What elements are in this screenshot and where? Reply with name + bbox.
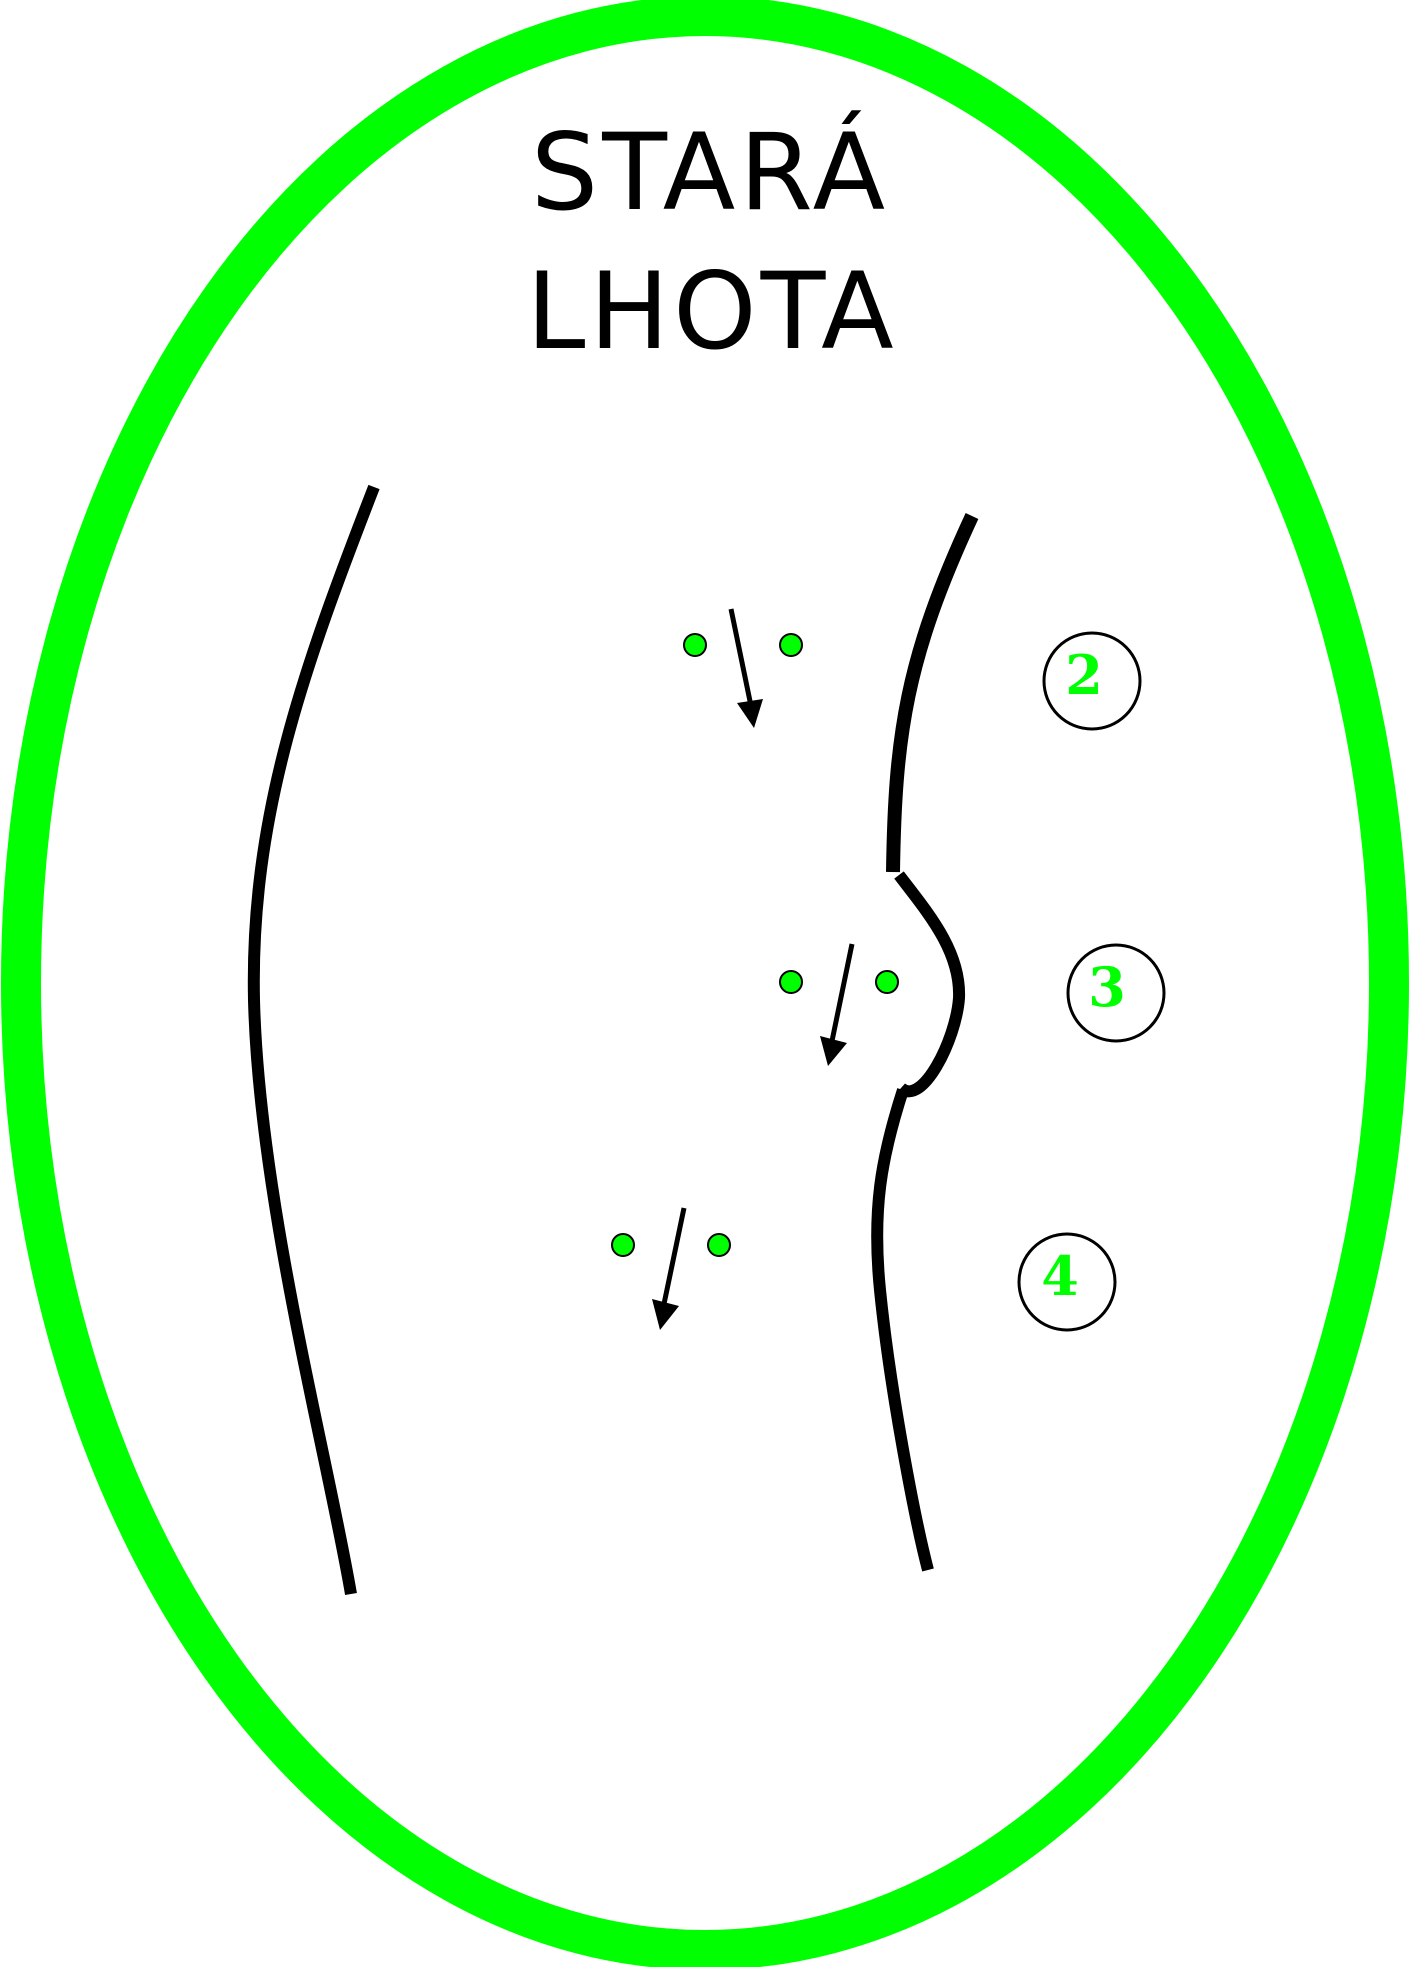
marker-dot-icon	[707, 1233, 731, 1257]
left-boundary-line	[247, 484, 380, 1596]
station-4-markers	[611, 1207, 731, 1330]
right-boundary-line-upper	[886, 513, 979, 873]
numbered-circle-icon: 3	[1066, 943, 1166, 1043]
right-boundary-line-bulge	[894, 871, 966, 1098]
arrow-icon	[652, 1207, 687, 1330]
station-number-4: 4	[1041, 1244, 1079, 1308]
station-badge-3	[1066, 943, 1166, 1043]
arrow-icon	[728, 608, 763, 728]
numbered-circle-icon: 4	[1017, 1232, 1117, 1332]
marker-dot-icon	[611, 1233, 635, 1257]
right-boundary-line-lower	[871, 1088, 934, 1572]
numbered-circle-icon: 2	[1042, 631, 1142, 731]
marker-dot-icon	[779, 970, 803, 994]
station-2-markers	[683, 608, 803, 728]
marker-dot-icon	[683, 633, 707, 657]
station-badge-2	[1042, 631, 1142, 731]
arrow-icon	[820, 943, 855, 1066]
marker-dot-icon	[875, 970, 899, 994]
marker-dot-icon	[779, 633, 803, 657]
title-line-1: STARÁ	[531, 111, 889, 234]
station-number-2: 2	[1065, 643, 1103, 707]
title-line-2: LHOTA	[526, 250, 897, 373]
station-number-3: 3	[1088, 955, 1126, 1019]
station-badge-4	[1017, 1232, 1117, 1332]
station-3-markers	[779, 943, 899, 1066]
